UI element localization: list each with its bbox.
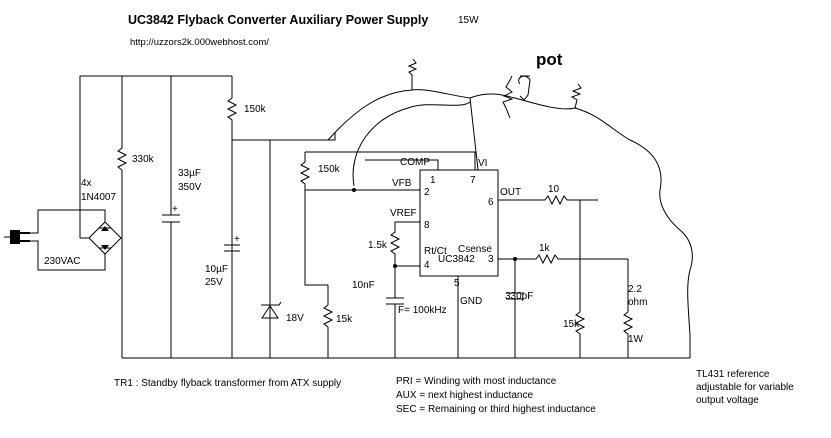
label-350v: 350V	[178, 182, 202, 193]
capacitor-330pf	[506, 259, 524, 358]
pin-num-5: 5	[454, 278, 460, 289]
mains-label: 230VAC	[44, 256, 81, 267]
ic-uc3842	[419, 169, 499, 277]
bridge-label-2: 1N4007	[81, 192, 116, 203]
power-rating: 15W	[458, 15, 479, 26]
note-pri: PRI = Winding with most inductance	[396, 376, 557, 387]
cap-vcc-plus: +	[234, 234, 240, 245]
pin-num-1: 1	[430, 175, 436, 186]
label-1k: 1k	[539, 243, 551, 254]
source-url[interactable]: http://uzzors2k.000webhost.com/	[130, 37, 269, 48]
pin-label-vref: VREF	[390, 208, 417, 219]
aux-winding-wire-2	[352, 101, 471, 187]
resistor-330k	[116, 76, 128, 238]
label-freq: F= 100kHz	[398, 305, 447, 316]
bridge-label-1: 4x	[81, 178, 92, 189]
pin-num-3: 3	[488, 254, 494, 265]
pin-label-vfb: VFB	[392, 178, 412, 189]
label-18v: 18V	[286, 313, 304, 324]
note-tl431-1: TL431 reference	[696, 369, 770, 380]
label-1k5: 1.5k	[368, 240, 388, 251]
resistor-15k-pulldown	[574, 200, 586, 358]
pin-num-4: 4	[424, 260, 430, 271]
zener-diode	[261, 301, 282, 319]
pin-label-comp: COMP	[400, 157, 430, 168]
resistor-sketch-right	[570, 83, 582, 109]
label-330k: 330k	[132, 154, 155, 165]
capacitor-33uf	[162, 76, 180, 358]
vcc-node-wire	[232, 132, 336, 141]
note-tr1: TR1 : Standby flyback transformer from A…	[114, 378, 341, 389]
label-25v: 25V	[205, 277, 223, 288]
resistor-10-gate	[498, 194, 598, 206]
label-1w: 1W	[628, 334, 644, 345]
ic-name: UC3842	[438, 254, 475, 265]
pot-arrow-icon	[518, 75, 531, 101]
pin-num-8: 8	[424, 220, 430, 231]
label-33uf: 33µF	[178, 168, 201, 179]
label-330pf: 330pF	[505, 291, 533, 302]
label-10uf: 10µF	[205, 264, 228, 275]
label-15k-pulldown: 15k	[563, 319, 580, 330]
schematic-title: UC3842 Flyback Converter Auxiliary Power…	[128, 13, 428, 27]
resistor-sketch-pot	[502, 75, 514, 119]
bridge-rectifier	[88, 221, 122, 255]
resistor-150k-start	[226, 76, 238, 358]
note-tl431-2: adjustable for variable	[696, 382, 794, 393]
resistor-sketch-left	[407, 58, 418, 90]
rail-gnd-left-wire	[121, 237, 123, 358]
resistor-150k-fb	[299, 152, 328, 286]
pot-label: pot	[536, 50, 563, 69]
pot-wiper-wire	[469, 93, 576, 110]
resistor-15k-fb	[322, 285, 334, 358]
rail-hv-wire	[79, 75, 122, 239]
label-150k-start: 150k	[244, 104, 267, 115]
capacitor-10nf	[386, 266, 404, 358]
pin-label-vi: VI	[478, 158, 487, 169]
mains-plug-icon	[4, 230, 30, 244]
note-aux: AUX = next highest inductance	[396, 390, 533, 401]
aux-winding-wire-1	[327, 89, 479, 171]
cap-bulk-plus: +	[172, 204, 178, 215]
resistor-1k5-rt	[389, 221, 420, 267]
pin-num-7: 7	[470, 175, 476, 186]
label-2r2: 2.2	[628, 284, 642, 295]
label-150k-fb: 150k	[318, 164, 341, 175]
note-sec: SEC = Remaining or third highest inducta…	[396, 404, 596, 415]
pin-num-6: 6	[488, 197, 494, 208]
pin-label-out: OUT	[500, 187, 521, 198]
pin-label-csense: Csense	[458, 244, 492, 255]
output-winding-outline	[574, 107, 693, 358]
mains-wire-bottom	[30, 240, 106, 271]
label-15k-fb: 15k	[336, 314, 353, 325]
capacitor-10uf	[224, 244, 240, 252]
pin-label-gnd: GND	[460, 296, 482, 307]
resistor-1k-sense	[498, 253, 628, 265]
note-tl431-3: output voltage	[696, 395, 759, 406]
label-ohm: ohm	[628, 297, 647, 308]
label-10: 10	[548, 184, 560, 195]
pin-num-2: 2	[424, 187, 430, 198]
label-10nf: 10nF	[352, 280, 375, 291]
pin-label-rtct: Rt/Ct	[424, 246, 447, 257]
mains-wire-top	[30, 209, 106, 234]
vfb-junction	[352, 188, 356, 192]
vcc-to-pin7-wire	[305, 151, 476, 170]
comp-wire	[365, 159, 439, 170]
resistor-2r2-shunt	[622, 259, 634, 358]
